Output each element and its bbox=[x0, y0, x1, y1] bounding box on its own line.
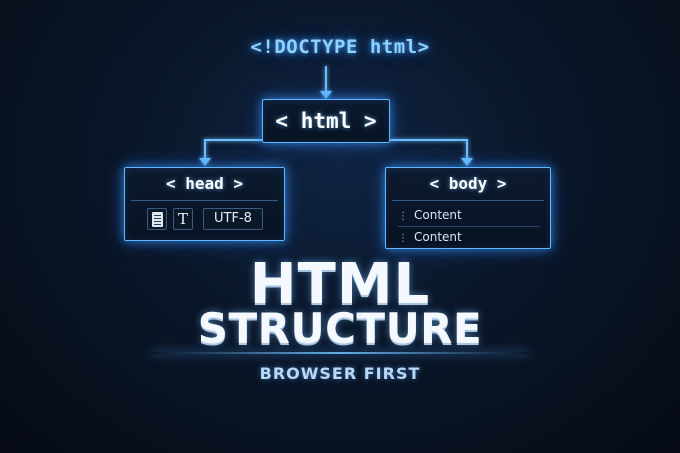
head-node: < head > T UTF-8 bbox=[124, 167, 285, 241]
subtitle: BROWSER FIRST bbox=[259, 364, 421, 383]
main-title-line-2: STRUCTURE bbox=[197, 304, 483, 353]
main-title-line-1: HTML bbox=[249, 252, 431, 317]
document-icon bbox=[147, 208, 167, 230]
html-to-head-line bbox=[204, 139, 262, 158]
divider-glow bbox=[150, 352, 530, 354]
body-node: < body > ⋮ Content ⋮ Content bbox=[385, 167, 551, 249]
arrowhead-head bbox=[199, 158, 211, 166]
bullet-icon: ⋮ bbox=[398, 233, 408, 244]
arrowhead-body bbox=[461, 158, 473, 166]
utf8-badge: UTF-8 bbox=[203, 208, 263, 230]
body-node-label: < body > bbox=[392, 168, 544, 201]
text-t-icon: T bbox=[173, 208, 193, 230]
arrowhead-html bbox=[320, 91, 332, 99]
html-node-label: < html > bbox=[275, 109, 377, 133]
doctype-label: <!DOCTYPE html> bbox=[250, 36, 430, 58]
html-node: < html > bbox=[262, 99, 390, 143]
body-content-text: Content bbox=[414, 208, 462, 222]
head-node-label: < head > bbox=[131, 168, 278, 201]
bullet-icon: ⋮ bbox=[398, 211, 408, 222]
body-content-text: Content bbox=[414, 230, 462, 244]
body-content-row: ⋮ Content bbox=[398, 204, 540, 227]
body-content-row: ⋮ Content bbox=[398, 226, 540, 248]
html-to-body-line bbox=[390, 139, 468, 158]
